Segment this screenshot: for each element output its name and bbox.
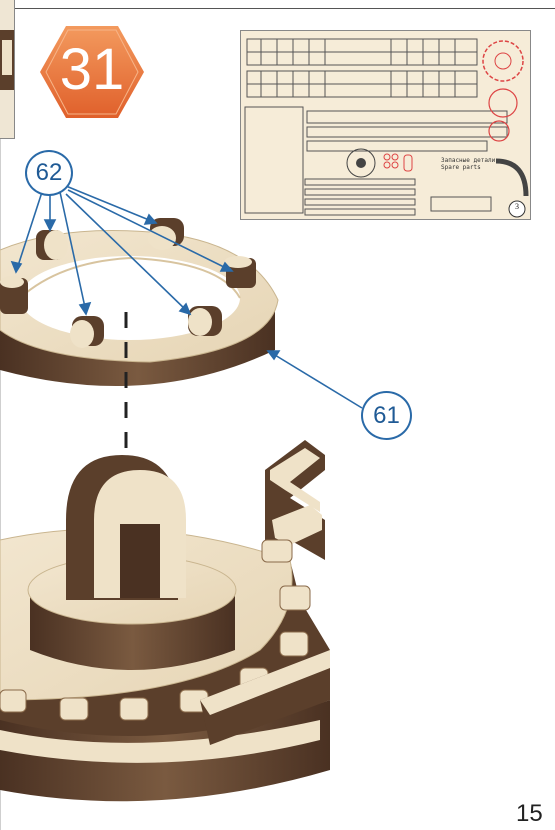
callout-61: 61	[361, 391, 412, 440]
page-number: 15	[516, 800, 543, 828]
callout-62: 62	[25, 150, 73, 196]
